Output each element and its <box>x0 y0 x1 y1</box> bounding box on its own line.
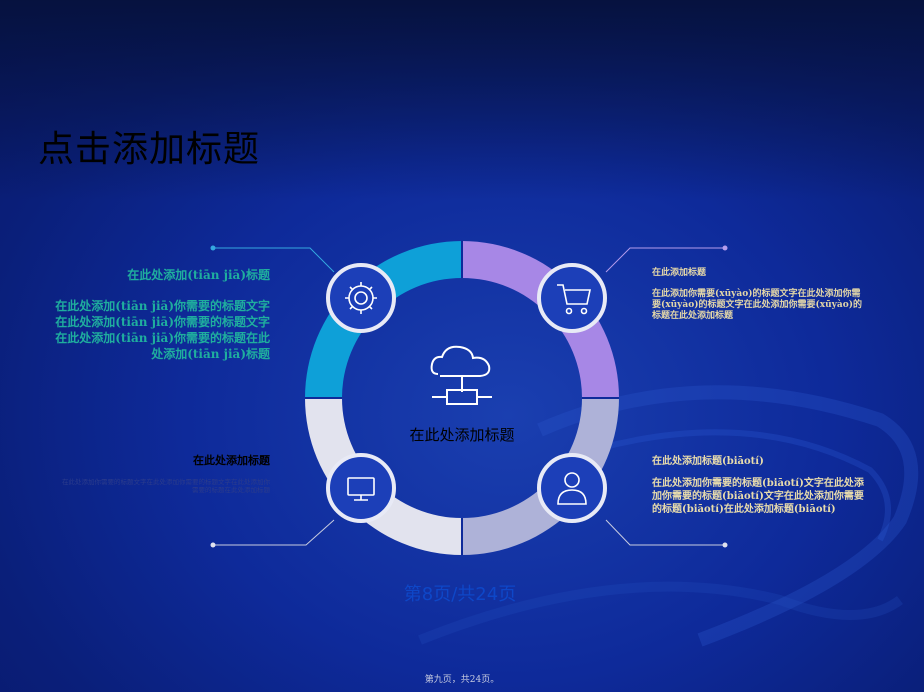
cloud-network-icon <box>430 345 492 405</box>
connector-dot <box>210 245 216 251</box>
connector-top-right <box>605 247 725 273</box>
top-left-body[interactable]: 在此处添加(tiān jiā)你需要的标题文字在此处添加(tiān jiā)你需… <box>55 299 270 361</box>
connector-dot <box>722 542 728 548</box>
bottom-right-body[interactable]: 在此处添加你需要的标题(biāotí)文字在此处添加你需要的标题(biāotí)… <box>652 478 864 515</box>
ring-segment-top-right <box>462 241 619 398</box>
ring-segment-bottom-right <box>462 398 619 555</box>
user-icon <box>537 453 607 523</box>
connector-dot <box>210 542 216 548</box>
connector-bottom-left <box>213 519 335 546</box>
slide-title[interactable]: 点击添加标题 <box>38 129 261 170</box>
top-gradient <box>0 0 924 200</box>
bottom-left-title[interactable]: 在此处添加标题 <box>193 454 270 467</box>
gear-icon <box>326 263 396 333</box>
center-label[interactable]: 在此处添加标题 <box>409 426 515 444</box>
connector-top-left <box>213 247 335 273</box>
top-right-body[interactable]: 在此添加你需要(xūyào)的标题文字在此处添加你需要(xūyào)的标题文字在… <box>652 289 862 321</box>
connector-dot <box>722 245 728 251</box>
connector-bottom-right <box>605 519 725 546</box>
bottom-left-body[interactable]: 在此处添加你需要的标题文字在此处添加你需要的标题文字在此处添加你需要的标题在此处… <box>62 478 270 494</box>
top-left-title[interactable]: 在此处添加(tiān jiā)标题 <box>127 268 270 282</box>
shopping-cart-icon <box>537 263 607 333</box>
ring-segment-top-left <box>305 241 462 398</box>
monitor-icon <box>326 453 396 523</box>
footer-text: 第九页，共24页。 <box>424 675 500 685</box>
ring-segment-bottom-left <box>305 398 462 555</box>
bottom-right-title[interactable]: 在此处添加标题(biāotí) <box>652 456 764 467</box>
connector-lines <box>213 247 725 546</box>
page-number: 第8页/共24页 <box>403 584 517 605</box>
top-right-title[interactable]: 在此添加标题 <box>652 268 707 278</box>
